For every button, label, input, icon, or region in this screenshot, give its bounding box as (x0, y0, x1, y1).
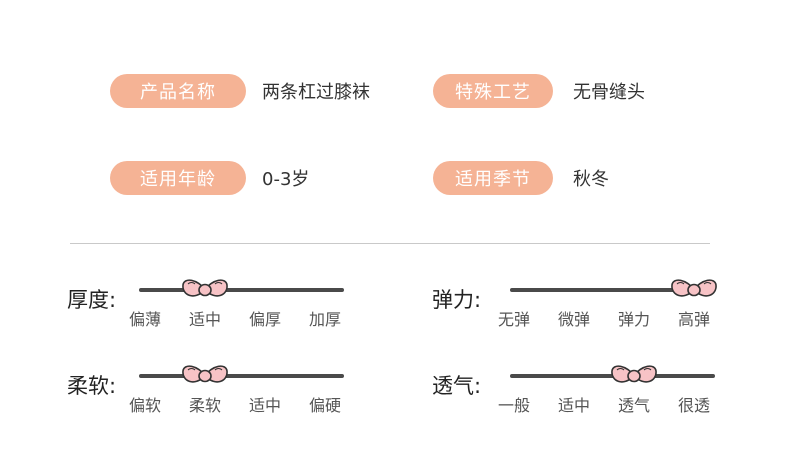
label-pill: 适用年龄 (110, 161, 246, 195)
scale-track (510, 288, 715, 292)
tick-label: 加厚 (309, 310, 342, 329)
label-pill: 适用季节 (433, 161, 553, 195)
scale-label: 厚度: (67, 288, 117, 312)
info-item-special-process: 特殊工艺 无骨缝头 (433, 73, 645, 109)
scale-breathability: 透气: 一般 适中 透气 很透 (432, 365, 732, 430)
scale-track (139, 374, 344, 378)
bow-icon (180, 275, 230, 305)
scale-softness: 柔软: 偏软 柔软 适中 偏硬 (67, 365, 369, 430)
scale-track (139, 288, 344, 292)
scale-elasticity: 弹力: 无弹 微弹 弹力 高弹 (432, 279, 732, 344)
info-item-age: 适用年龄 0-3岁 (110, 160, 309, 196)
info-value: 两条杠过膝袜 (262, 82, 370, 103)
tick-label: 柔软 (189, 396, 222, 415)
scale-thickness: 厚度: 偏薄 适中 偏厚 加厚 (67, 279, 369, 344)
info-item-season: 适用季节 秋冬 (433, 160, 609, 196)
info-item-product-name: 产品名称 两条杠过膝袜 (110, 73, 370, 109)
bow-icon (609, 361, 659, 391)
info-row-1: 产品名称 两条杠过膝袜 特殊工艺 无骨缝头 (0, 73, 790, 109)
bow-icon (669, 275, 719, 305)
tick-label: 偏厚 (249, 310, 282, 329)
tick-label: 透气 (618, 396, 651, 415)
bow-icon (180, 361, 230, 391)
tick-label: 偏软 (129, 396, 162, 415)
section-divider (70, 243, 710, 244)
tick-label: 适中 (558, 396, 591, 415)
tick-label: 弹力 (618, 310, 651, 329)
scale-ticks: 一般 适中 透气 很透 (498, 392, 738, 416)
scale-label: 柔软: (67, 374, 117, 398)
tick-label: 偏硬 (309, 396, 342, 415)
tick-label: 无弹 (498, 310, 531, 329)
tick-label: 高弹 (678, 310, 711, 329)
info-value: 秋冬 (573, 169, 609, 190)
scale-ticks: 无弹 微弹 弹力 高弹 (498, 306, 738, 330)
info-value: 无骨缝头 (573, 82, 645, 103)
info-row-2: 适用年龄 0-3岁 适用季节 秋冬 (0, 160, 790, 196)
info-value: 0-3岁 (262, 169, 310, 190)
label-pill: 特殊工艺 (433, 74, 553, 108)
tick-label: 适中 (189, 310, 222, 329)
label-pill: 产品名称 (110, 74, 246, 108)
tick-label: 很透 (678, 396, 711, 415)
scale-label: 透气: (432, 374, 482, 398)
tick-label: 偏薄 (129, 310, 162, 329)
tick-label: 适中 (249, 396, 282, 415)
scale-ticks: 偏薄 适中 偏厚 加厚 (129, 306, 369, 330)
scale-label: 弹力: (432, 288, 482, 312)
tick-label: 一般 (498, 396, 531, 415)
tick-label: 微弹 (558, 310, 591, 329)
scale-ticks: 偏软 柔软 适中 偏硬 (129, 392, 369, 416)
